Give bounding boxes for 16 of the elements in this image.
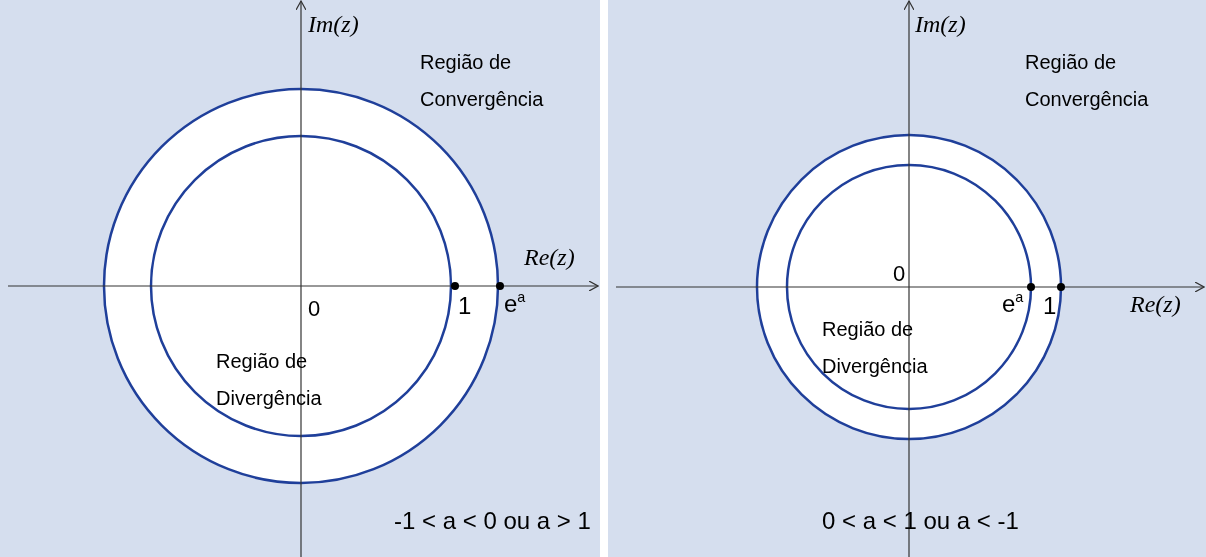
- origin-label: 0: [893, 261, 906, 288]
- point-label: e$^{a}$: [1002, 290, 1024, 319]
- region-label: Região de Divergência: [822, 317, 929, 379]
- condition-label: -1 < a < 0 ou a > 1: [394, 507, 591, 536]
- axis-label: Re(z): [524, 243, 575, 272]
- axis-label: Re(z): [1130, 290, 1181, 319]
- condition-label: 0 < a < 1 ou a < -1: [822, 507, 1019, 536]
- origin-label: 0: [308, 296, 321, 323]
- point-label: e$^{a}$: [504, 290, 526, 319]
- axis-label: Im(z): [308, 10, 359, 39]
- point-label: 1: [458, 292, 472, 321]
- region-label: Região de Convergência: [1025, 50, 1150, 112]
- axis-label: Im(z): [915, 10, 966, 39]
- region-label: Região de Divergência: [216, 349, 323, 411]
- region-label: Região de Convergência: [420, 50, 545, 112]
- point-label: 1: [1043, 292, 1057, 321]
